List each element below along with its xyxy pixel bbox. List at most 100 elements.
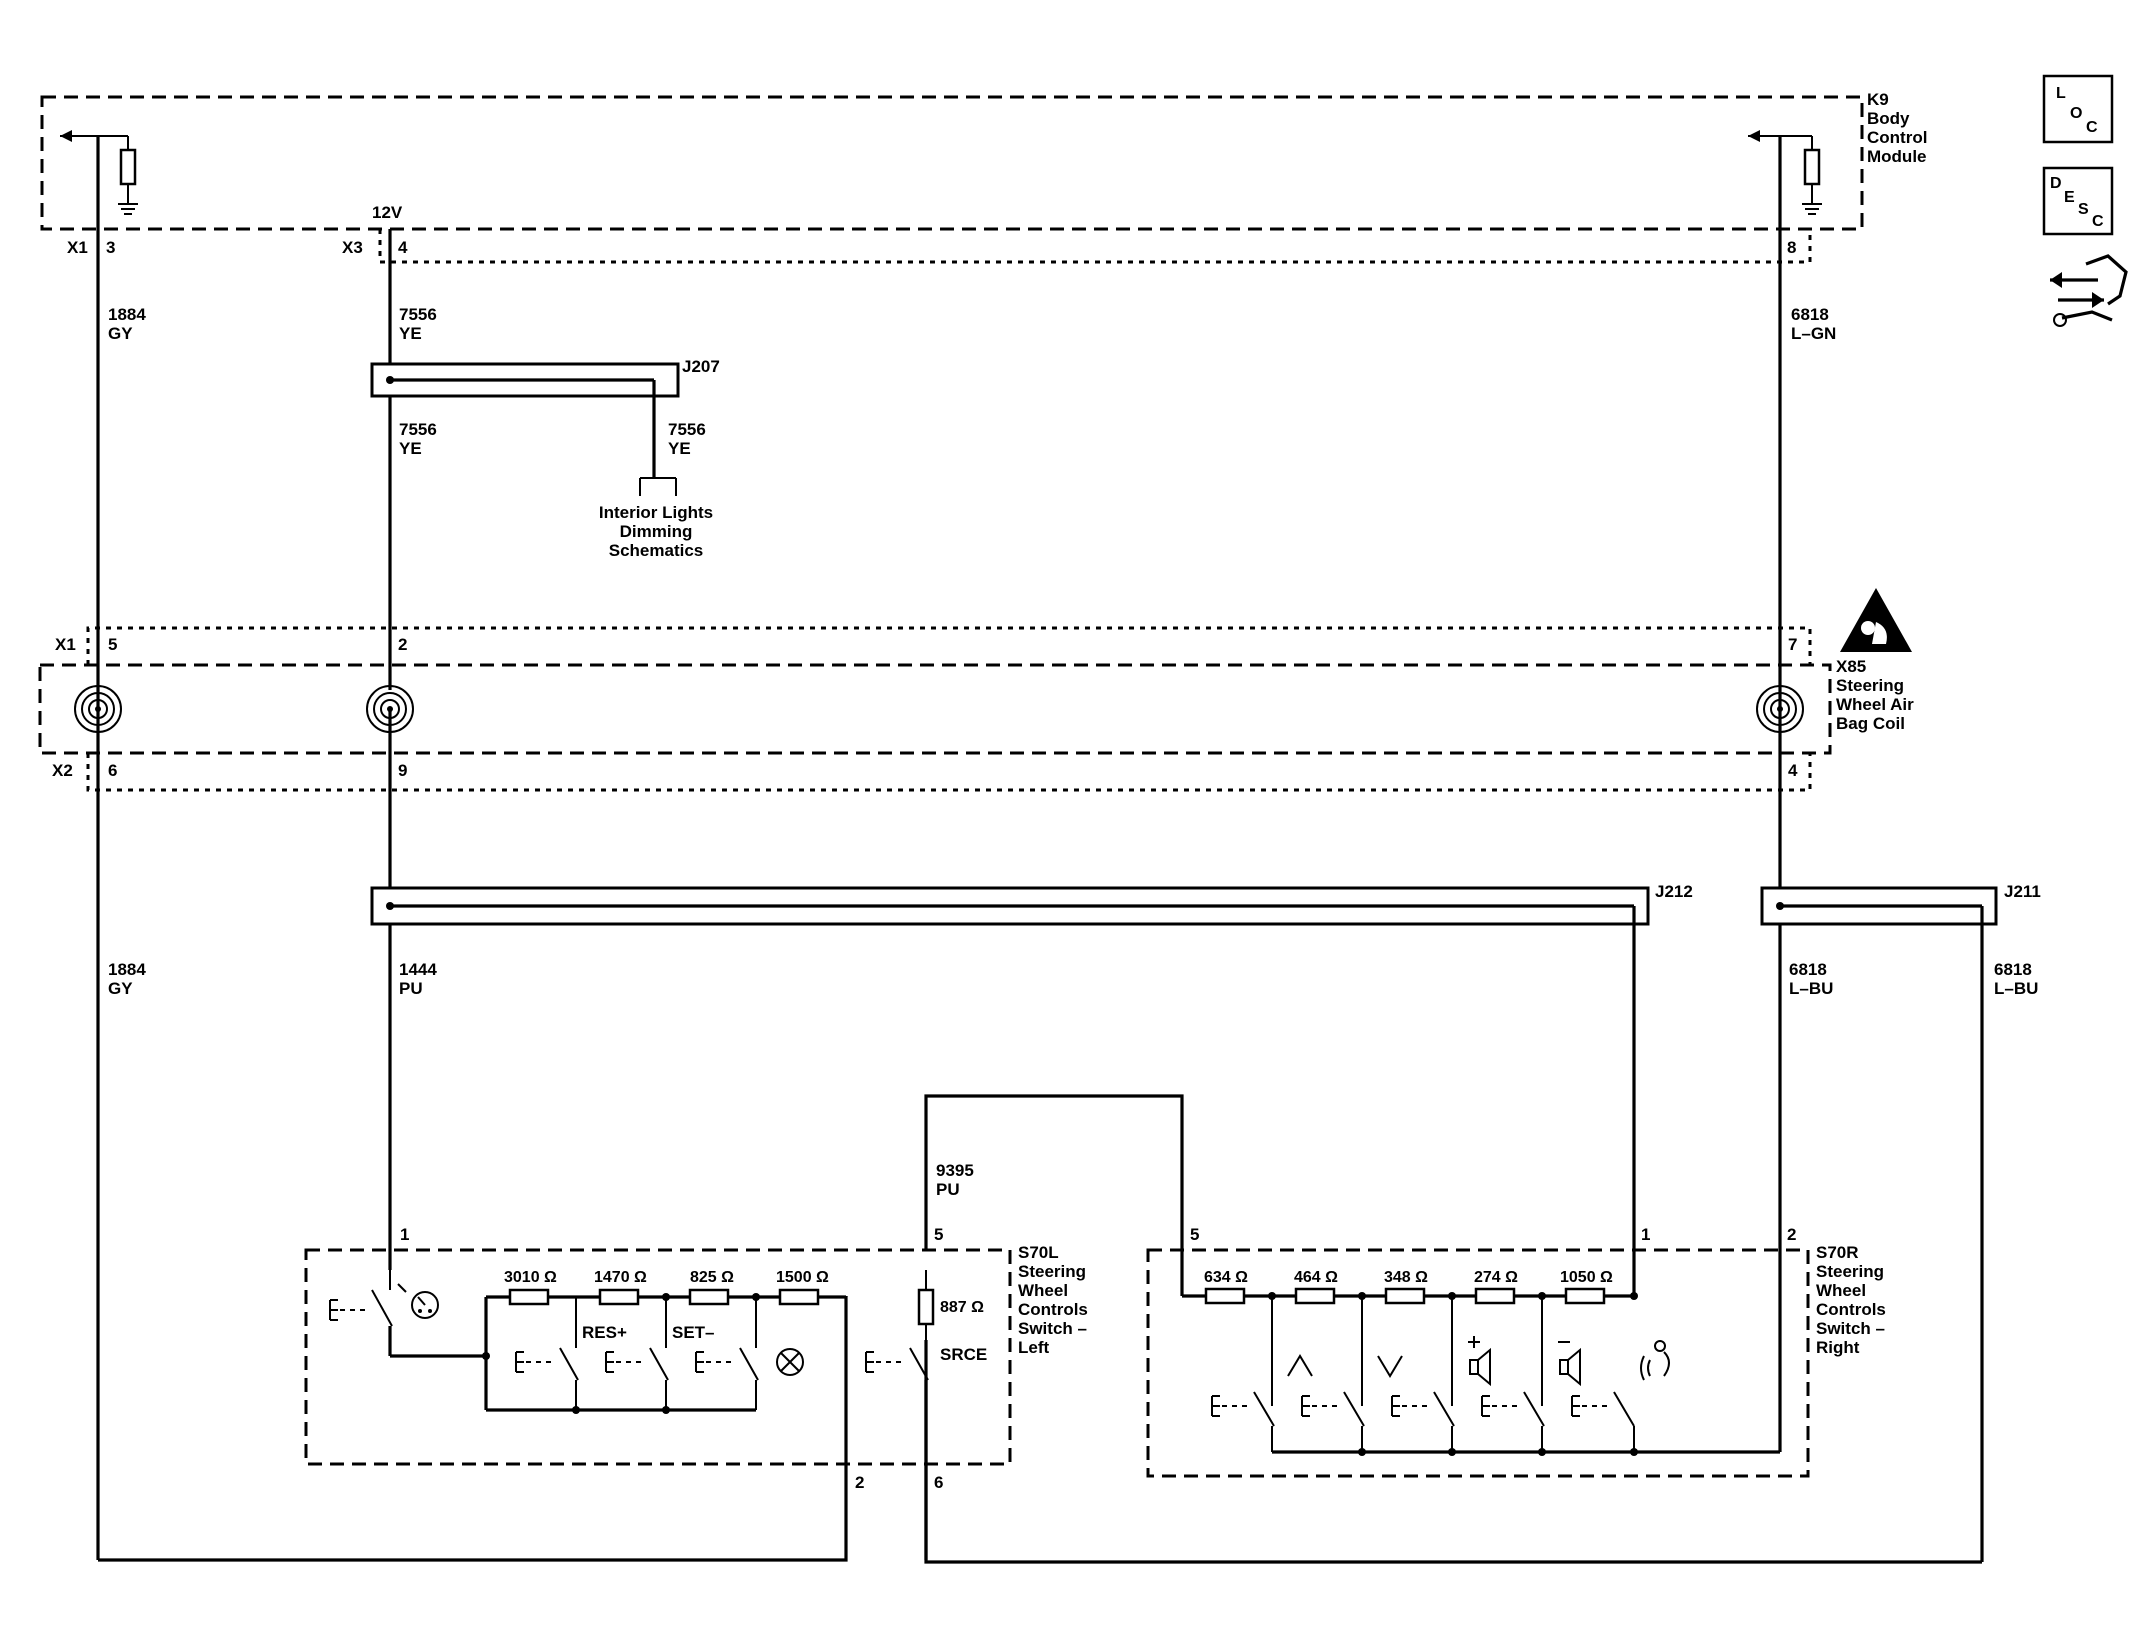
w1884-bot-color: GY xyxy=(108,979,133,998)
ladder-switch-3 xyxy=(695,1347,759,1381)
bcm-x3-connector xyxy=(378,229,1812,264)
right-pin-2: 2 xyxy=(1787,1225,1796,1244)
ref-line-2: Dimming xyxy=(620,522,693,541)
loc-c: C xyxy=(2086,119,2098,136)
connector-tool-icon[interactable] xyxy=(2050,254,2128,327)
right-ref: S70R xyxy=(1816,1243,1859,1262)
w6818-bl-color: L–BU xyxy=(1789,979,1833,998)
w7556-top-color: YE xyxy=(399,324,422,343)
left-switch-boundary xyxy=(304,1248,1012,1466)
right-name-4: Switch – xyxy=(1816,1319,1885,1338)
res-label: RES+ xyxy=(582,1323,627,1342)
cruise-switch xyxy=(329,1270,393,1356)
coil-x1-label: X1 xyxy=(55,635,76,654)
j211-label: J211 xyxy=(2004,882,2041,901)
right-res-2: 464 Ω xyxy=(1294,1269,1338,1286)
supply-label: 12V xyxy=(372,203,403,222)
right-switch-boundary xyxy=(1146,1248,1810,1478)
left-name-3: Controls xyxy=(1018,1300,1088,1319)
w1444-color: PU xyxy=(399,979,423,998)
loc-o: O xyxy=(2070,105,2082,122)
w1884-bot-num: 1884 xyxy=(108,960,146,979)
coil-x1-pin-c: 7 xyxy=(1788,635,1797,654)
right-switch-2 xyxy=(1301,1391,1365,1427)
set-label: SET– xyxy=(672,1323,715,1342)
left-pin-1: 1 xyxy=(400,1225,409,1244)
left-res-1: 3010 Ω xyxy=(504,1269,557,1286)
bcm-x1-pin: 3 xyxy=(106,238,115,257)
srce-switch xyxy=(865,1347,929,1381)
desc-s: S xyxy=(2078,201,2089,218)
left-name-5: Left xyxy=(1018,1338,1050,1357)
wire-9395 xyxy=(924,1094,1184,1296)
coil-name-3: Bag Coil xyxy=(1836,714,1905,733)
desc-c: C xyxy=(2092,213,2104,230)
w9395-num: 9395 xyxy=(936,1161,974,1180)
left-name-4: Switch – xyxy=(1018,1319,1087,1338)
right-switch-4 xyxy=(1481,1391,1545,1427)
loc-l: L xyxy=(2056,85,2066,102)
left-src-res: 887 Ω xyxy=(940,1299,984,1316)
w1444-num: 1444 xyxy=(399,960,437,979)
desc-icon[interactable]: D E S C xyxy=(2042,166,2114,236)
desc-e: E xyxy=(2064,189,2075,206)
coil-spiral-middle xyxy=(366,685,414,733)
coil-spiral-left xyxy=(74,685,122,733)
coil-x1-pin-b: 2 xyxy=(398,635,407,654)
ref-line-1: Interior Lights xyxy=(599,503,713,522)
coil-x1-pin-a: 5 xyxy=(108,635,117,654)
splice-j212: J212 xyxy=(370,882,1693,1296)
bcm-input-left xyxy=(60,130,138,215)
w7556-side-num: 7556 xyxy=(668,420,706,439)
srce-label: SRCE xyxy=(940,1345,987,1364)
wire-1884-return xyxy=(98,1296,848,1562)
airbag-warning-icon xyxy=(1840,588,1912,652)
coil-name-1: Steering xyxy=(1836,676,1904,695)
w6818-br-color: L–BU xyxy=(1994,979,2038,998)
right-name-3: Controls xyxy=(1816,1300,1886,1319)
bcm-input-right xyxy=(1748,130,1822,215)
voice-command-icon xyxy=(1640,1340,1670,1381)
j212-label: J212 xyxy=(1655,882,1693,901)
seek-up-icon xyxy=(1287,1354,1313,1377)
volume-up-icon xyxy=(1468,1336,1491,1387)
coil-boundary xyxy=(38,663,1832,755)
w7556-top-num: 7556 xyxy=(399,305,437,324)
coil-x2-connector xyxy=(86,753,1812,792)
coil-name-2: Wheel Air xyxy=(1836,695,1914,714)
bcm-x1-label: X1 xyxy=(67,238,88,257)
left-switch: 1 5 2 6 S70L Steering Wheel Controls Swi… xyxy=(304,1225,1088,1560)
left-res-3: 825 Ω xyxy=(690,1269,734,1286)
coil-x2-pin-a: 6 xyxy=(108,761,117,780)
coil-x2-pin-c: 4 xyxy=(1788,761,1798,780)
right-switch: 5 1 2 S70R Steering Wheel Controls Switc… xyxy=(1146,1225,1886,1478)
desc-d: D xyxy=(2050,175,2062,192)
w1884-top-num: 1884 xyxy=(108,305,146,324)
splice-j211: J211 xyxy=(1760,882,2041,1562)
right-switch-3 xyxy=(1391,1391,1455,1427)
right-pin-5: 5 xyxy=(1190,1225,1199,1244)
left-pin-6: 6 xyxy=(934,1473,943,1492)
bcm-name-3: Module xyxy=(1867,147,1927,166)
bcm-name-2: Control xyxy=(1867,128,1927,147)
right-res-3: 348 Ω xyxy=(1384,1269,1428,1286)
coil-x1-connector xyxy=(86,626,1812,665)
loc-icon[interactable]: L O C xyxy=(2042,74,2114,144)
w6818-top-num: 6818 xyxy=(1791,305,1829,324)
w7556-side-color: YE xyxy=(668,439,691,458)
coil-x2-pin-b: 9 xyxy=(398,761,407,780)
bcm-boundary xyxy=(40,95,1864,231)
left-res-4: 1500 Ω xyxy=(776,1269,829,1286)
right-name-5: Right xyxy=(1816,1338,1860,1357)
j207-label: J207 xyxy=(682,357,720,376)
left-name-1: Steering xyxy=(1018,1262,1086,1281)
w6818-bl-num: 6818 xyxy=(1789,960,1827,979)
cancel-icon xyxy=(776,1348,804,1376)
left-name-2: Wheel xyxy=(1018,1281,1068,1300)
ladder-switch-2 xyxy=(605,1347,669,1381)
seek-down-icon xyxy=(1377,1355,1403,1378)
airbag-coil: X1 5 2 7 X2 6 9 4 X85 Steering Wheel Air… xyxy=(38,588,1914,792)
right-res-5: 1050 Ω xyxy=(1560,1269,1613,1286)
left-pin-5: 5 xyxy=(934,1225,943,1244)
